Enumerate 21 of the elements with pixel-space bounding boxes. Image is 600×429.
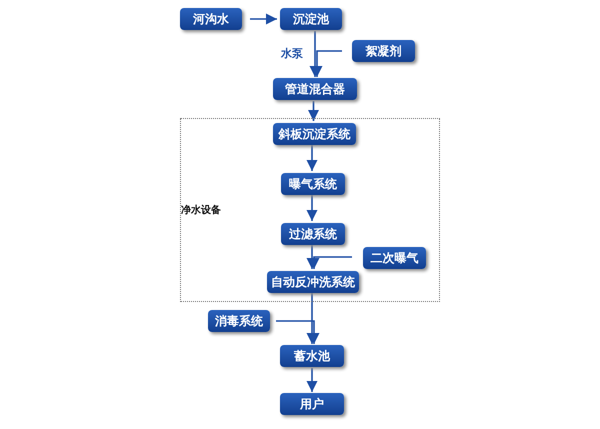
group-heading: 净水设备 <box>181 204 221 217</box>
arrow <box>306 195 318 221</box>
arrow <box>306 368 318 392</box>
process-box: 管道混合器 <box>273 78 357 100</box>
process-box: 二次曝气 <box>363 247 426 269</box>
process-box: 过滤系统 <box>281 223 345 245</box>
process-box: 蓄水池 <box>280 345 344 367</box>
process-box: 消毒系统 <box>208 310 270 332</box>
dotted-group-frame <box>180 118 440 302</box>
edge-label: 水泵 <box>281 46 303 61</box>
arrow <box>308 101 320 121</box>
arrow <box>250 13 277 25</box>
process-box: 自动反冲洗系统 <box>267 271 359 293</box>
process-box: 河沟水 <box>180 8 242 30</box>
process-box: 斜板沉淀系统 <box>273 123 356 145</box>
process-box: 曝气系统 <box>281 173 345 195</box>
process-box: 用户 <box>280 393 344 415</box>
process-box: 沉淀池 <box>280 8 342 30</box>
process-box: 絮凝剂 <box>352 40 415 62</box>
arrow <box>306 145 318 171</box>
arrow <box>276 320 320 344</box>
